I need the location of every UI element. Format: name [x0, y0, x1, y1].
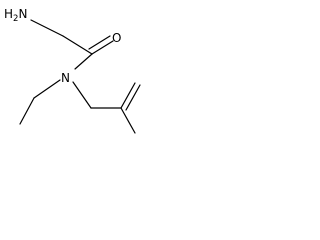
bond-ch2-carbonyl — [62, 35, 93, 55]
carbonyl-oxygen-label: O — [112, 31, 121, 45]
bond-carbonyl-nitrogen — [74, 53, 93, 70]
amide-nitrogen-label: N — [61, 71, 70, 85]
bond-alkene-terminal-2 — [125, 84, 141, 111]
bond-alkene-terminal-1 — [120, 82, 136, 109]
amine-label: H2N — [4, 7, 27, 24]
bond-ethyl-methyl — [19, 97, 35, 125]
bond-carbonyl-oxygen-2 — [88, 35, 111, 50]
bond-carbonyl-oxygen-1 — [91, 40, 114, 55]
molecule-structure: H2N O N — [4, 7, 141, 134]
bond-amine-ch2 — [30, 19, 64, 37]
bond-alkene-methyl — [120, 107, 136, 134]
bond-nitrogen-allyl — [72, 81, 92, 109]
bond-nitrogen-ethyl — [33, 79, 61, 99]
